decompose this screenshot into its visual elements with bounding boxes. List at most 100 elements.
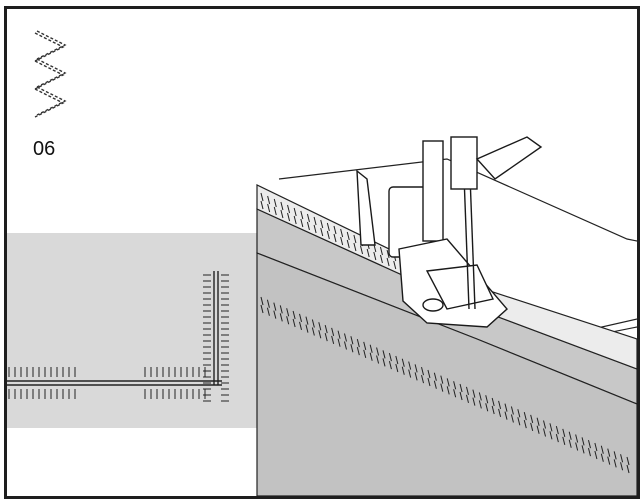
fabric-stitch xyxy=(340,236,344,246)
fabric-stitch xyxy=(356,346,360,356)
fabric-stitch xyxy=(465,394,469,403)
fabric-stitch xyxy=(346,231,350,241)
fabric-stitch xyxy=(320,227,324,237)
fabric-stitch xyxy=(273,302,277,311)
fabric-stitch xyxy=(356,338,360,348)
fabric-stitch xyxy=(472,389,476,398)
fabric-stitch xyxy=(530,422,534,432)
fabric-stitch xyxy=(343,333,347,342)
fabric-stitch xyxy=(504,403,508,412)
fabric-stitch xyxy=(369,344,373,353)
fabric-stitch xyxy=(260,304,264,314)
fabric-stitch xyxy=(478,392,482,401)
fabric-stitch xyxy=(587,440,591,449)
fabric-stitch xyxy=(292,318,296,328)
fabric-stitch xyxy=(581,445,585,454)
fabric-stitch xyxy=(626,456,630,466)
fabric-stitch xyxy=(459,383,463,393)
fabric-stitch xyxy=(388,353,392,362)
fabric-stitch xyxy=(287,212,291,222)
fabric-stitch xyxy=(279,313,283,322)
fabric-stitch xyxy=(433,380,437,389)
fabric-stitch xyxy=(266,299,270,308)
fabric-stitch xyxy=(333,233,337,243)
fabric-stitch xyxy=(510,414,514,423)
fabric-stitch xyxy=(498,400,502,409)
fabric-stitch xyxy=(337,338,341,347)
fabric-stitch xyxy=(260,192,264,202)
fabric-stitch xyxy=(388,361,392,370)
fabric-stitch xyxy=(414,372,418,381)
fabric-stitch xyxy=(373,251,377,261)
fabric-stitch xyxy=(266,307,270,316)
fabric-stitch xyxy=(306,213,310,223)
fabric-stitch xyxy=(562,436,566,446)
fabric-stitch xyxy=(395,355,399,365)
fabric-stitch xyxy=(311,319,315,328)
fabric-stitch xyxy=(382,350,386,359)
fabric-stitch xyxy=(393,260,397,270)
fabric-stitch xyxy=(600,453,604,462)
fabric-stitch xyxy=(401,366,405,375)
fabric-stitch xyxy=(491,405,495,415)
sample-panel xyxy=(7,233,269,428)
fabric-stitch xyxy=(543,420,547,429)
fabric-stitch xyxy=(300,218,304,228)
fabric-stitch xyxy=(267,195,271,205)
fabric-stitch xyxy=(600,445,604,454)
illustration-frame: 06 xyxy=(4,6,640,499)
fabric-stitch xyxy=(536,417,540,426)
fabric-stitch xyxy=(530,414,534,424)
fabric-stitch xyxy=(478,400,482,409)
fabric-stitch xyxy=(543,428,547,437)
fabric-stitch xyxy=(498,408,502,417)
fabric-stitch xyxy=(607,456,611,465)
fabric-stitch xyxy=(273,310,277,319)
fabric-stitch xyxy=(408,369,412,378)
fabric-stitch xyxy=(267,203,271,213)
fabric-stitch xyxy=(568,439,572,448)
fabric-stitch xyxy=(421,375,425,384)
fabric-stitch xyxy=(485,395,489,404)
fabric-stitch xyxy=(337,330,341,339)
fabric-stitch xyxy=(465,386,469,395)
fabric-stitch xyxy=(382,358,386,367)
fabric-stitch xyxy=(273,198,277,208)
fabric-stitch xyxy=(575,442,579,451)
fabric-stitch xyxy=(363,341,367,351)
fabric-stitch xyxy=(353,234,357,244)
fabric-stitch xyxy=(626,464,630,474)
fabric-stitch xyxy=(366,248,370,258)
fabric-stitch xyxy=(386,249,390,259)
fabric-stitch xyxy=(376,355,380,364)
fabric-stitch xyxy=(299,313,303,322)
fabric-stitch xyxy=(433,372,437,381)
fabric-stitch xyxy=(549,431,553,440)
fabric-stitch xyxy=(280,209,284,219)
fabric-stitch xyxy=(324,332,328,342)
fabric-stitch xyxy=(581,437,585,446)
fabric-stitch xyxy=(613,451,617,460)
triple-zigzag-stitch-icon xyxy=(34,30,67,118)
fabric-stitch xyxy=(331,327,335,336)
fabric-stitch xyxy=(311,327,315,336)
fabric-stitch xyxy=(453,389,457,398)
fabric-stitch xyxy=(343,341,347,350)
fabric-stitch xyxy=(313,216,317,226)
fabric-stitch xyxy=(568,431,572,440)
fabric-stitch xyxy=(350,344,354,353)
fabric-stitch xyxy=(260,296,264,306)
fabric-stitch xyxy=(555,434,559,443)
fabric-stitch xyxy=(453,381,457,390)
fabric-stitch xyxy=(379,246,383,256)
fabric-stitch xyxy=(353,242,357,252)
fabric-stitch xyxy=(279,305,283,314)
fabric-stitch xyxy=(440,375,444,384)
fabric-stitch xyxy=(379,254,383,264)
fabric-stitch xyxy=(408,361,412,370)
fabric-stitch xyxy=(446,386,450,395)
fabric-stitch xyxy=(401,358,405,367)
fabric-stitch xyxy=(517,417,521,426)
fabric-stitch xyxy=(360,245,364,255)
fabric-stitch xyxy=(555,426,559,435)
